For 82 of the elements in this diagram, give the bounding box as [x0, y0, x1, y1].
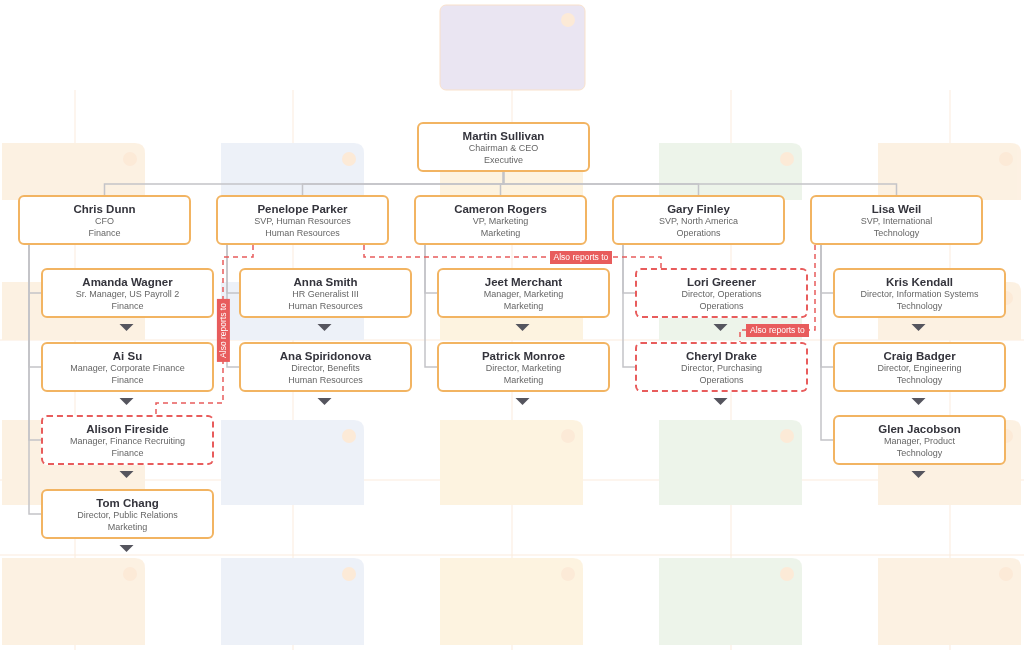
- department: Technology: [895, 447, 944, 459]
- person-name: Gary Finley: [666, 202, 731, 216]
- job-title: SVP, International: [859, 216, 934, 228]
- person-name: Kris Kendall: [884, 275, 955, 289]
- person-card: [635, 268, 808, 318]
- job-title: Director, Marketing: [484, 363, 563, 375]
- person-name: Anna Smith: [292, 275, 359, 289]
- job-title: Manager, Product: [882, 436, 956, 448]
- job-title: Manager, Corporate Finance: [69, 363, 186, 375]
- job-title: Director, Benefits: [290, 363, 361, 375]
- person-card: [635, 342, 808, 392]
- department: Operations: [698, 300, 745, 312]
- department: Marketing: [502, 374, 545, 386]
- department: Finance: [87, 227, 122, 239]
- person-name: Chris Dunn: [72, 202, 137, 216]
- person-name: Glen Jacobson: [877, 422, 962, 436]
- person-card: [239, 268, 412, 318]
- person-name: Amanda Wagner: [81, 275, 174, 289]
- department: Finance: [110, 374, 145, 386]
- job-title: CFO: [94, 216, 115, 228]
- person-card: [437, 342, 610, 392]
- department: Marketing: [106, 521, 149, 533]
- person-card: [239, 342, 412, 392]
- job-title: Director, Engineering: [876, 363, 963, 375]
- person-name: Ana Spiridonova: [278, 349, 373, 363]
- job-title: SVP, North America: [658, 216, 739, 228]
- job-title: Sr. Manager, US Payroll 2: [74, 289, 181, 301]
- person-name: Cheryl Drake: [685, 349, 758, 363]
- person-card: [612, 195, 785, 245]
- person-card: [414, 195, 587, 245]
- department: Human Resources: [264, 227, 341, 239]
- connector-line: [424, 244, 438, 368]
- person-card: [437, 268, 610, 318]
- person-name: Patrick Monroe: [480, 349, 567, 363]
- edge-label: Also reports to: [746, 323, 809, 337]
- edge-label: Also reports to: [549, 250, 613, 264]
- department: Human Resources: [287, 300, 364, 312]
- job-title: VP, Marketing: [471, 216, 530, 228]
- person-card: [41, 415, 214, 465]
- department: Executive: [483, 154, 524, 166]
- person-card: [216, 195, 389, 245]
- job-title: Director, Purchasing: [679, 363, 763, 375]
- person-name: Jeet Merchant: [483, 275, 564, 289]
- department: Technology: [895, 300, 944, 312]
- person-card: [833, 415, 1006, 465]
- person-name: Tom Chang: [95, 496, 160, 510]
- job-title: SVP, Human Resources: [253, 216, 352, 228]
- department: Technology: [872, 227, 921, 239]
- person-card: [18, 195, 191, 245]
- job-title: Chairman & CEO: [467, 143, 540, 155]
- person-card: [810, 195, 983, 245]
- person-name: Martin Sullivan: [461, 129, 546, 143]
- job-title: Director, Information Systems: [859, 289, 980, 301]
- department: Operations: [698, 374, 745, 386]
- department: Marketing: [502, 300, 545, 312]
- person-name: Cameron Rogers: [453, 202, 548, 216]
- person-card: [833, 268, 1006, 318]
- person-card: [41, 268, 214, 318]
- department: Marketing: [479, 227, 522, 239]
- person-card: [41, 342, 214, 392]
- job-title: Manager, Marketing: [482, 289, 565, 301]
- connector-line: [622, 244, 636, 368]
- job-title: Manager, Finance Recruiting: [68, 436, 187, 448]
- person-card: [833, 342, 1006, 392]
- edge-label: Also reports to: [216, 298, 230, 362]
- department: Operations: [675, 227, 722, 239]
- department: Finance: [110, 300, 145, 312]
- person-name: Lisa Weil: [870, 202, 923, 216]
- person-card: [41, 489, 214, 539]
- department: Technology: [895, 374, 944, 386]
- person-name: Penelope Parker: [256, 202, 349, 216]
- department: Finance: [110, 447, 145, 459]
- person-name: Ai Su: [111, 349, 144, 363]
- person-name: Alison Fireside: [85, 422, 170, 436]
- person-name: Lori Greener: [686, 275, 757, 289]
- job-title: Director, Public Relations: [76, 510, 179, 522]
- job-title: HR Generalist III: [291, 289, 360, 301]
- person-card: [417, 122, 590, 172]
- department: Human Resources: [287, 374, 364, 386]
- job-title: Director, Operations: [680, 289, 763, 301]
- connector-line: [820, 244, 834, 441]
- person-name: Craig Badger: [882, 349, 957, 363]
